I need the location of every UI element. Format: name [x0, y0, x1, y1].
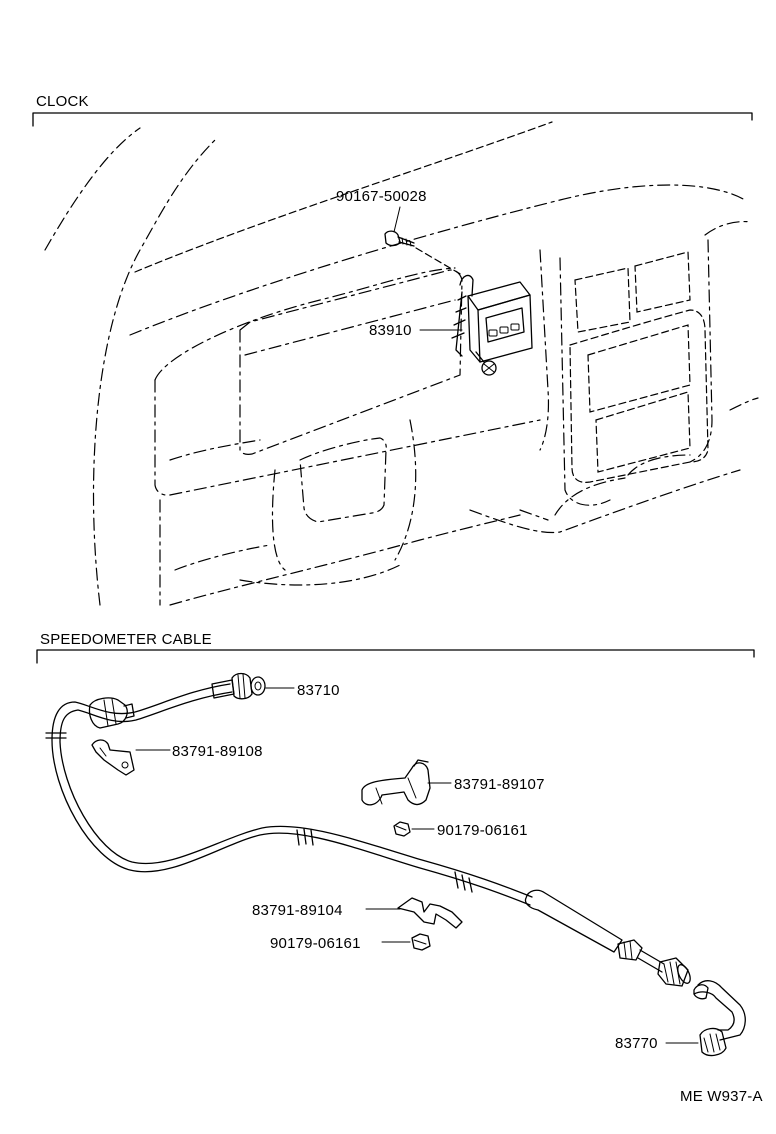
- label-clamp-upper-left: 83791-89108: [172, 743, 263, 760]
- speedometer-cable-section: SPEEDOMETER CABLE 83710: [36, 631, 755, 1057]
- clamp-83791-89107: [361, 759, 431, 806]
- label-clamp-right: 83791-89107: [454, 776, 545, 793]
- nut-90179-06161-right: [393, 821, 411, 837]
- section-title-clock: CLOCK: [36, 93, 89, 110]
- cable-grommet: [88, 697, 135, 729]
- label-screw: 90167-50028: [336, 188, 427, 205]
- figure-code: ME W937-A: [680, 1088, 763, 1105]
- driven-gear-83770: [693, 980, 746, 1057]
- clock-section: CLOCK: [32, 93, 759, 606]
- section-bracket-speedometer-cable: [36, 649, 755, 664]
- label-nut-lower: 90179-06161: [270, 935, 361, 952]
- dashboard-outline: [44, 121, 759, 606]
- cable-end-83710: [211, 672, 266, 700]
- nut-90179-06161-lower: [411, 933, 431, 951]
- label-driven-gear: 83770: [615, 1035, 658, 1052]
- label-clock: 83910: [369, 322, 412, 339]
- label-cable-end: 83710: [297, 682, 340, 699]
- screw-90167-50028: [384, 206, 463, 276]
- section-title-speedometer-cable: SPEEDOMETER CABLE: [40, 631, 212, 648]
- clamp-83791-89108: [91, 739, 135, 776]
- clamp-83791-89104: [397, 897, 463, 929]
- cable-lower-sheath: [524, 889, 691, 987]
- center-panel: [569, 251, 709, 483]
- clock-unit-83910: [451, 274, 533, 376]
- label-nut-right: 90179-06161: [437, 822, 528, 839]
- section-bracket-clock: [32, 112, 753, 127]
- label-clamp-lower: 83791-89104: [252, 902, 343, 919]
- speedometer-cable: [45, 683, 533, 906]
